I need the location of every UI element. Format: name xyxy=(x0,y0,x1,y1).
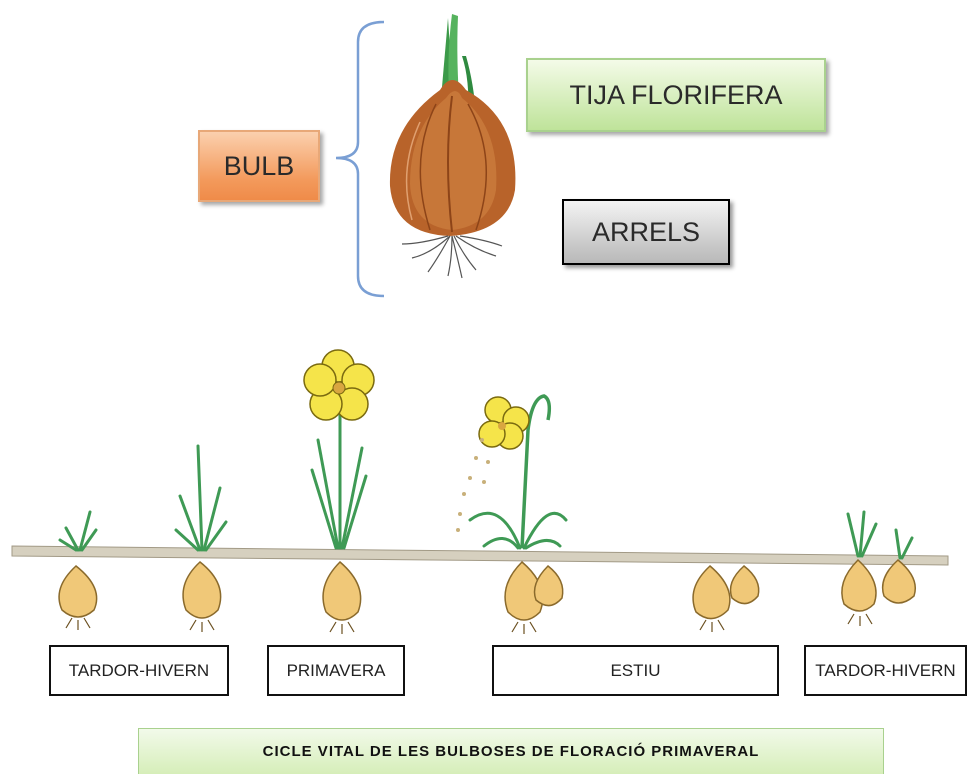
season-label-spring: PRIMAVERA xyxy=(267,645,405,696)
stage-2-leaves xyxy=(174,444,228,552)
season-label-summer: ESTIU xyxy=(492,645,779,696)
onion-bulb-illustration xyxy=(389,14,516,279)
roots-label: ARRELS xyxy=(562,199,730,265)
season-label-autumn-winter-1: TARDOR-HIVERN xyxy=(49,645,229,696)
small-bulbs xyxy=(58,558,916,621)
bulb-roots xyxy=(65,613,873,634)
stage-4-wilting-flower xyxy=(456,394,568,550)
bulb-label: BULB xyxy=(198,130,320,202)
stage-3-flower xyxy=(303,349,375,550)
season-label-autumn-winter-2: TARDOR-HIVERN xyxy=(804,645,967,696)
bracket xyxy=(335,20,385,298)
stage-1-sprout xyxy=(58,510,98,552)
diagram-caption: CICLE VITAL DE LES BULBOSES DE FLORACIÓ … xyxy=(138,728,884,774)
stem-label: TIJA FLORIFERA xyxy=(526,58,826,132)
ground-line xyxy=(11,545,949,566)
stage-6-sprouts xyxy=(846,510,914,560)
